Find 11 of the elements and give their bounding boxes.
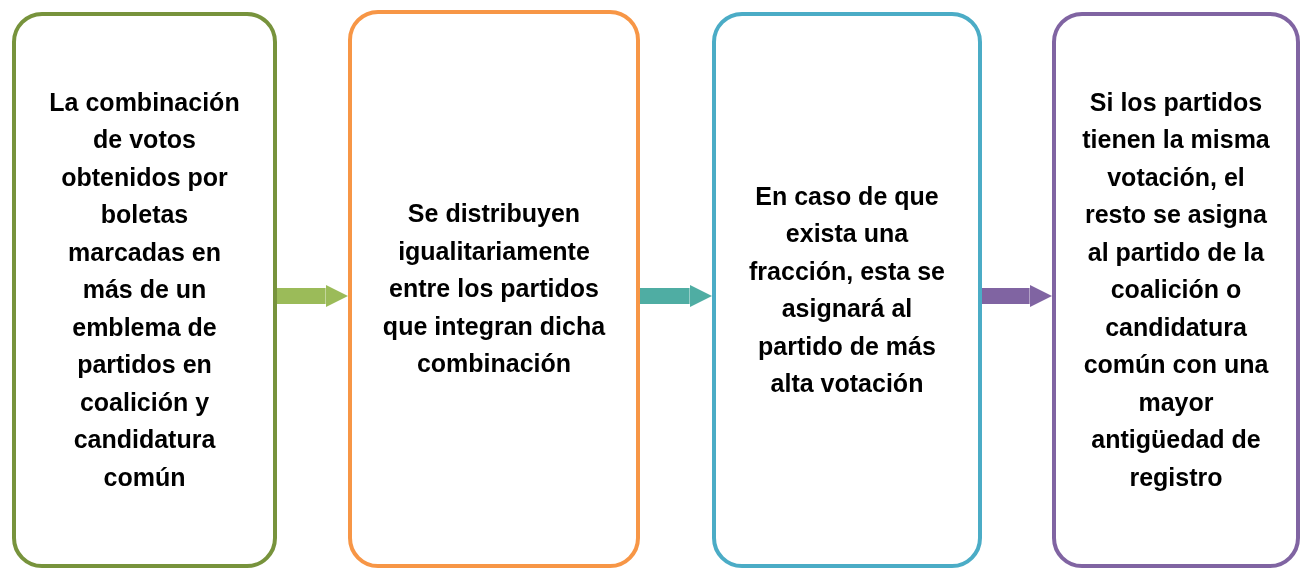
step-text: Se distribuyen igualitariamente entre los partidos que integran dicha combinación [381, 198, 607, 380]
arrow [982, 284, 1052, 308]
process-box [348, 10, 640, 568]
arrow [640, 284, 712, 308]
process-box [12, 12, 277, 568]
process-box [1052, 12, 1300, 568]
arrow [277, 284, 348, 308]
process-box [712, 12, 982, 568]
step-text: Si los partidos tienen la misma votación, el resto se asigna al partido de la coalición o candidatura común con una mayor antigüedad de registro [1081, 86, 1271, 493]
step-text: La combinación de votos obtenidos por boletas marcadas en más de un emblema de partidos en coalición y candidatura común [48, 86, 241, 493]
step-text: En caso de que exista una fracción, esta se asignará al partido de más alta votación [748, 180, 946, 399]
